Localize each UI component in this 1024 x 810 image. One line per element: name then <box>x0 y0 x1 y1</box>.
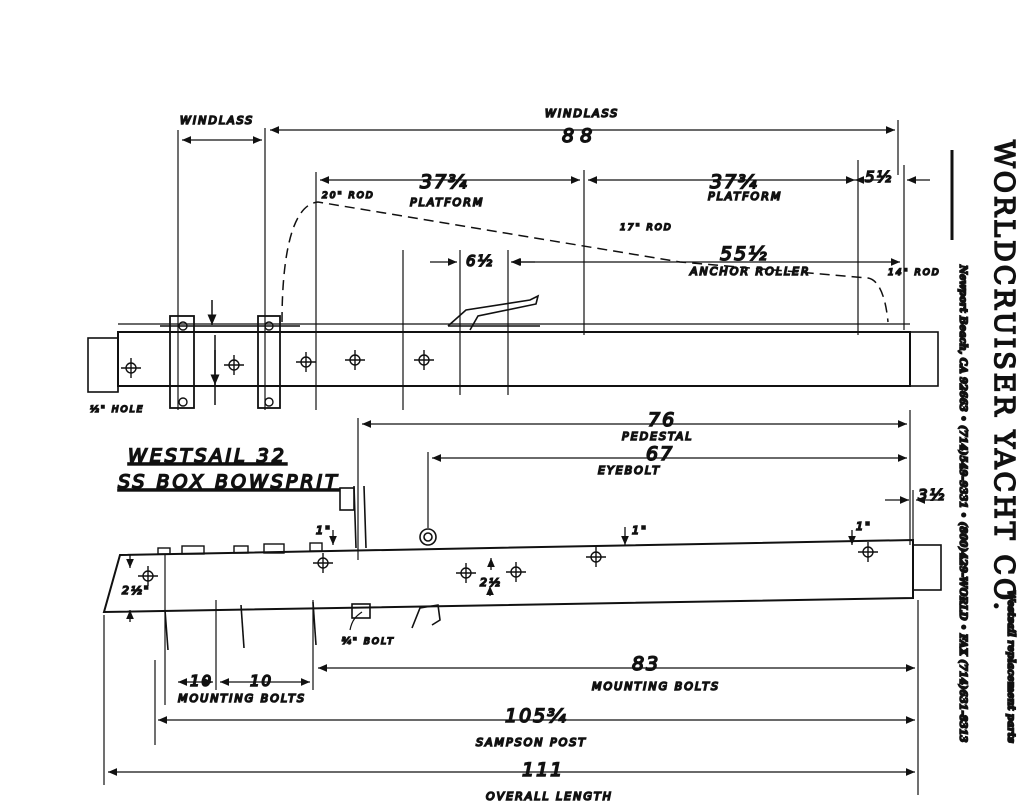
mounting-bolts-a: MOUNTING BOLTS <box>178 692 306 705</box>
bolt-label: ¾" BOLT <box>342 637 395 647</box>
side-bolt-holes <box>138 542 878 586</box>
rod-17-label: 17" ROD <box>620 223 673 233</box>
dim-10-b: 10 <box>250 672 273 690</box>
dim-3: 3½ <box>918 486 946 504</box>
windlass-small-label: WINDLASS <box>180 114 254 127</box>
side-small-arrows <box>126 527 856 622</box>
title-block: WESTSAIL 32 SS BOX BOWSPRIT <box>117 444 340 494</box>
side-bar <box>102 538 914 614</box>
company-name: WORLDCRUISER YACHT CO. <box>988 140 1019 613</box>
mounting-bolts-b: MOUNTING BOLTS <box>592 680 720 693</box>
side-bar-tail <box>912 544 942 591</box>
dim-105: 105¾ <box>505 705 568 727</box>
dim-6: 6½ <box>466 252 494 270</box>
company-address: Newport Beach, CA 92663 • (714)549-9331 … <box>957 264 968 743</box>
dim-83: 83 <box>632 653 660 675</box>
dim-10-a: 10 <box>190 672 213 690</box>
platform-b-label: PLATFORM <box>708 190 782 203</box>
dim-37-b: 37¾ <box>710 171 759 193</box>
sampson-post-label: SAMPSON POST <box>476 736 587 749</box>
one-inch-a: 1" <box>316 524 332 537</box>
windlass-large-label: WINDLASS <box>545 107 619 120</box>
dim-55: 55½ <box>720 243 769 265</box>
dim-37-a: 37¾ <box>420 171 469 193</box>
dim-5: 5½ <box>865 168 893 186</box>
eyebolt <box>411 528 441 629</box>
one-inch-c: 1" <box>856 520 872 533</box>
side-dimension-lines <box>108 420 940 776</box>
title-line-2: SS BOX BOWSPRIT <box>118 471 340 493</box>
dim-2-a: 2½" <box>122 584 151 597</box>
top-vertical-arrows <box>160 300 300 405</box>
top-bar-tail <box>909 331 939 387</box>
eyebolt-label: EYEBOLT <box>598 464 661 477</box>
top-bolt-holes <box>121 321 434 407</box>
rod-20-label: 20" ROD <box>322 191 375 201</box>
rod-14-label: 14" ROD <box>888 268 941 278</box>
dim-76: 76 <box>648 409 676 431</box>
anchor-roller-label: ANCHOR ROLLER <box>689 265 811 278</box>
top-extension-lines <box>177 120 905 410</box>
hole-label: ½" HOLE <box>90 405 144 415</box>
dim-88: 88 <box>562 125 598 147</box>
dim-111: 111 <box>522 759 564 781</box>
platform-a-label: PLATFORM <box>410 196 484 209</box>
top-plates <box>157 542 323 555</box>
windlass-bracket-1 <box>169 315 195 409</box>
anchor-rod-dashed <box>281 201 889 323</box>
windlass-bracket-2 <box>257 315 281 409</box>
pedestal <box>339 485 371 619</box>
mounting-bolts <box>164 601 317 651</box>
bolt-leader <box>349 611 363 631</box>
company-block: WORLDCRUISER YACHT CO. Newport Beach, CA… <box>950 139 1020 744</box>
one-inch-b: 1" <box>632 524 648 537</box>
overall-length-label: OVERALL LENGTH <box>486 790 613 803</box>
top-bar <box>117 331 911 387</box>
dim-2-b: 2½ <box>480 576 502 589</box>
pedestal-label: PEDESTAL <box>622 430 693 443</box>
title-line-1: WESTSAIL 32 <box>128 445 287 467</box>
dim-67: 67 <box>646 443 674 465</box>
top-bar-inner-end <box>87 337 119 393</box>
side-view: 76 PEDESTAL 67 EYEBOLT 3½ 1" 1" 1" 2½" 2… <box>102 408 946 804</box>
top-view: WINDLASS WINDLASS 88 37¾ PLATFORM 37¾ PL… <box>87 106 941 416</box>
chain-guide <box>447 294 540 331</box>
product-line: Westsail replacement parts <box>1005 590 1016 743</box>
top-dimension-lines <box>182 126 930 266</box>
